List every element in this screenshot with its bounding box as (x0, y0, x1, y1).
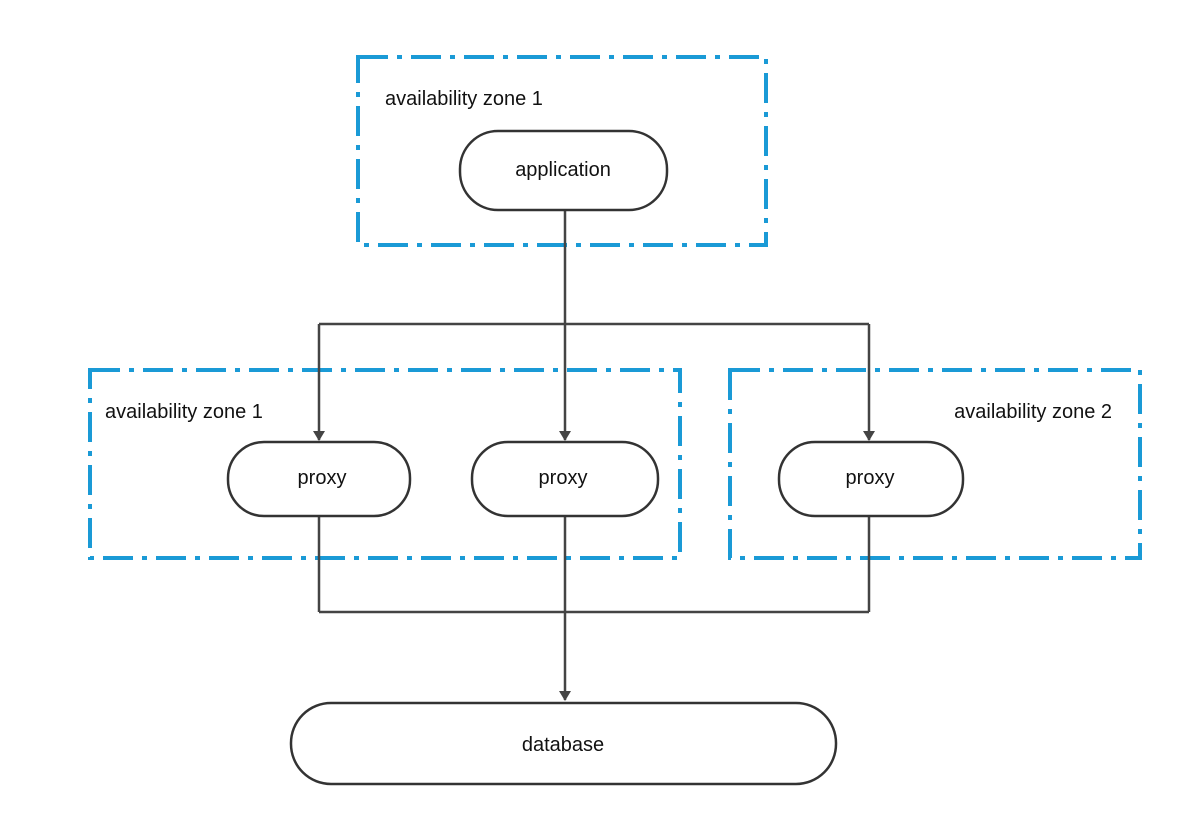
zone-middle-left-border (88, 368, 682, 560)
zone-middle-right: availability zone 2 (728, 368, 1142, 560)
node-proxy-left-label: proxy (298, 467, 347, 489)
node-proxy-right: proxy (777, 440, 965, 518)
zone-top: availability zone 1 (356, 55, 768, 247)
edges-application-to-proxies (313, 210, 875, 441)
node-proxy-center-label: proxy (539, 467, 588, 489)
node-proxy-left: proxy (226, 440, 412, 518)
node-database: database (289, 701, 838, 786)
node-proxy-right-shape (777, 440, 965, 518)
node-database-label: database (522, 734, 604, 756)
node-application: application (458, 129, 669, 212)
edges-proxies-to-database (317, 515, 871, 701)
zone-middle-right-border (728, 368, 1142, 560)
node-proxy-center-shape (470, 440, 660, 518)
node-application-label: application (515, 159, 611, 181)
node-database-shape (289, 701, 838, 786)
zone-middle-left-label: availability zone 1 (105, 401, 263, 423)
node-proxy-left-shape (226, 440, 412, 518)
zone-top-border (356, 55, 768, 247)
node-proxy-right-label: proxy (846, 467, 895, 489)
zone-middle-right-label: availability zone 2 (954, 401, 1112, 423)
zone-top-label: availability zone 1 (385, 88, 543, 110)
node-proxy-center: proxy (470, 440, 660, 518)
node-application-shape (458, 129, 669, 212)
zone-middle-left: availability zone 1 (88, 368, 682, 560)
